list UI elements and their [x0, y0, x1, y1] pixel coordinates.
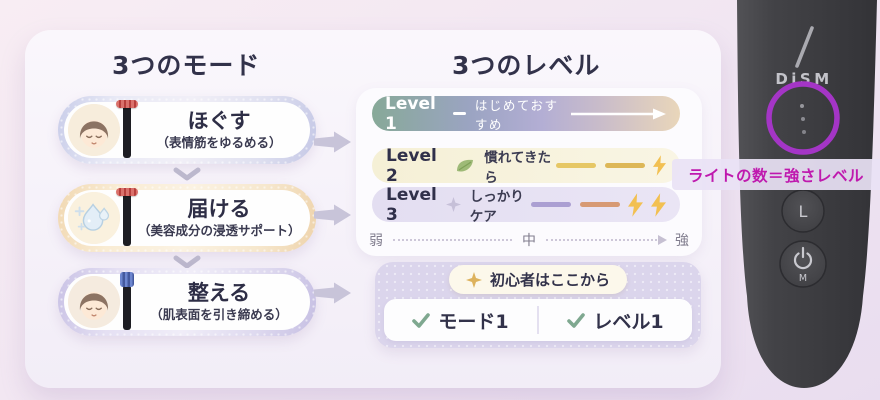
device-photo: DiSM L M [737, 0, 877, 388]
chevron-down-icon [173, 167, 201, 181]
annotation-text: ライトの数＝強さレベル [687, 166, 864, 185]
check-icon [412, 312, 431, 328]
mode-card-2: 届ける （美容成分の浸透サポート） [58, 184, 316, 252]
level-2-label: Level 2 [386, 145, 437, 186]
mode-card-2-inner: 届ける （美容成分の浸透サポート） [64, 188, 310, 248]
mode-3-desc: （肌表面を引き締める） [150, 306, 288, 322]
beginner-level-cell: レベル1 [539, 299, 692, 341]
beginner-badge-label: 初心者はここから [489, 271, 611, 289]
scale-dotted-line [393, 239, 512, 241]
level-3-note: しっかりケア [469, 188, 524, 225]
lightning-bolt-icon [653, 155, 666, 176]
lightning-bolt-icon [651, 192, 666, 217]
level-1-label: Level 1 [385, 93, 436, 134]
level-light-3 [802, 130, 806, 134]
mode-card-3: 整える （肌表面を引き締める） [58, 268, 316, 336]
levels-title: 3つのレベル [452, 51, 601, 80]
level-2-row: Level 2 慣れてきたら [372, 145, 680, 186]
water-drops-icon [68, 192, 120, 244]
device-wand-blue-icon [116, 272, 138, 332]
beginner-level-label: レベル1 [593, 310, 664, 333]
level-3-label: Level 3 [386, 184, 437, 225]
level-1-note: はじめておすすめ [474, 97, 559, 132]
arrow-right-icon [314, 282, 351, 304]
purple-highlight-ring [766, 81, 840, 155]
level-button [781, 189, 825, 233]
scale-strong-label: 強 [675, 233, 689, 249]
levels-panel: Level 1 はじめておすすめ Level 2 慣れてきたら [356, 88, 702, 256]
beginner-mode-cell: モード1 [384, 299, 537, 341]
intensity-dashes [556, 163, 645, 168]
arrow-right-icon [314, 131, 351, 153]
scale-mid-label: 中 [522, 233, 536, 249]
device-wand-red-icon [116, 100, 138, 160]
device-wand-red-icon [116, 188, 138, 248]
level-button-label: L [799, 202, 808, 221]
beginner-recommendation-box: 初心者はここから モード1 レベル1 [375, 262, 701, 348]
modes-title: 3つのモード [112, 51, 261, 80]
mode-1-desc: （表情筋をゆるめる） [156, 134, 282, 150]
mode-3-name: 整える [187, 281, 251, 306]
power-icon [793, 252, 813, 270]
mode-1-name: ほぐす [187, 109, 251, 134]
leaf-icon [455, 158, 475, 174]
dash-decoration [453, 112, 466, 115]
chevron-down-icon [173, 255, 201, 269]
check-icon [567, 312, 586, 328]
brand-name: DiSM [775, 70, 832, 88]
beginner-combo-pill: モード1 レベル1 [384, 299, 692, 341]
lights-annotation-label: ライトの数＝強さレベル [672, 159, 880, 190]
mode-2-desc: （美容成分の浸透サポート） [138, 222, 301, 238]
face-icon [68, 276, 120, 328]
arrow-right-icon [314, 204, 351, 226]
mode-card-3-inner: 整える （肌表面を引き締める） [64, 272, 310, 332]
divider [537, 306, 539, 334]
mode-card-1-inner: ほぐす （表情筋をゆるめる） [64, 100, 310, 160]
level-light-1 [800, 104, 804, 108]
scale-dotted-arrow [546, 235, 667, 245]
long-arrow-right-icon [571, 107, 667, 121]
intensity-scale: 弱 中 強 [369, 230, 689, 250]
level-light-2 [801, 117, 805, 121]
intensity-dashes [531, 202, 620, 207]
mode-card-1: ほぐす （表情筋をゆるめる） [58, 96, 316, 164]
mode-2-name: 届ける [187, 197, 251, 222]
power-mode-button [779, 240, 827, 288]
brand-slash-logo [795, 26, 814, 68]
sparkle-icon [445, 197, 461, 212]
level-1-row: Level 1 はじめておすすめ [372, 93, 680, 134]
beginner-mode-label: モード1 [438, 310, 509, 333]
mode-button-label: M [799, 273, 807, 284]
level-2-note: 慣れてきたら [484, 149, 551, 186]
face-icon [68, 104, 120, 156]
level-3-row: Level 3 しっかりケア [372, 184, 680, 225]
scale-weak-label: 弱 [369, 233, 383, 249]
sparkle-icon [465, 271, 482, 288]
beginner-badge: 初心者はここから [448, 265, 628, 294]
lightning-bolt-icon [628, 192, 643, 217]
